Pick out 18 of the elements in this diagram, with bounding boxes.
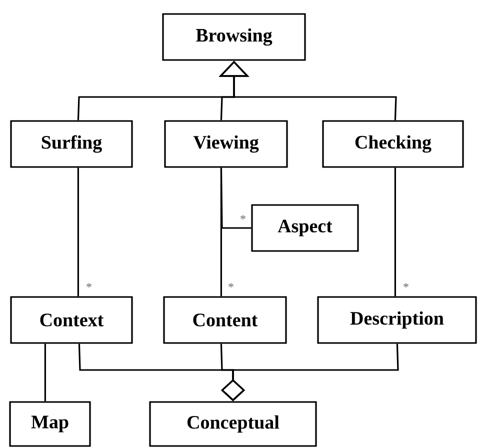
class-box: Aspect	[251, 204, 359, 252]
class-box: Content	[163, 296, 287, 344]
class-box: Surfing	[10, 120, 133, 168]
connector	[77, 168, 79, 296]
multiplicity-label: *	[86, 283, 92, 288]
class-box: Map	[9, 401, 91, 447]
class-box: Context	[10, 296, 133, 344]
class-box: Viewing	[164, 120, 288, 168]
connector	[220, 168, 252, 229]
connector	[394, 168, 396, 296]
multiplicity-label: *	[228, 283, 234, 288]
connector	[44, 344, 46, 402]
class-box: Description	[317, 296, 477, 344]
class-box: Conceptual	[149, 401, 317, 447]
class-box: Checking	[322, 120, 464, 168]
multiplicity-label: *	[404, 283, 408, 288]
class-box: Browsing	[162, 13, 306, 61]
multiplicity-label: *	[240, 215, 246, 220]
